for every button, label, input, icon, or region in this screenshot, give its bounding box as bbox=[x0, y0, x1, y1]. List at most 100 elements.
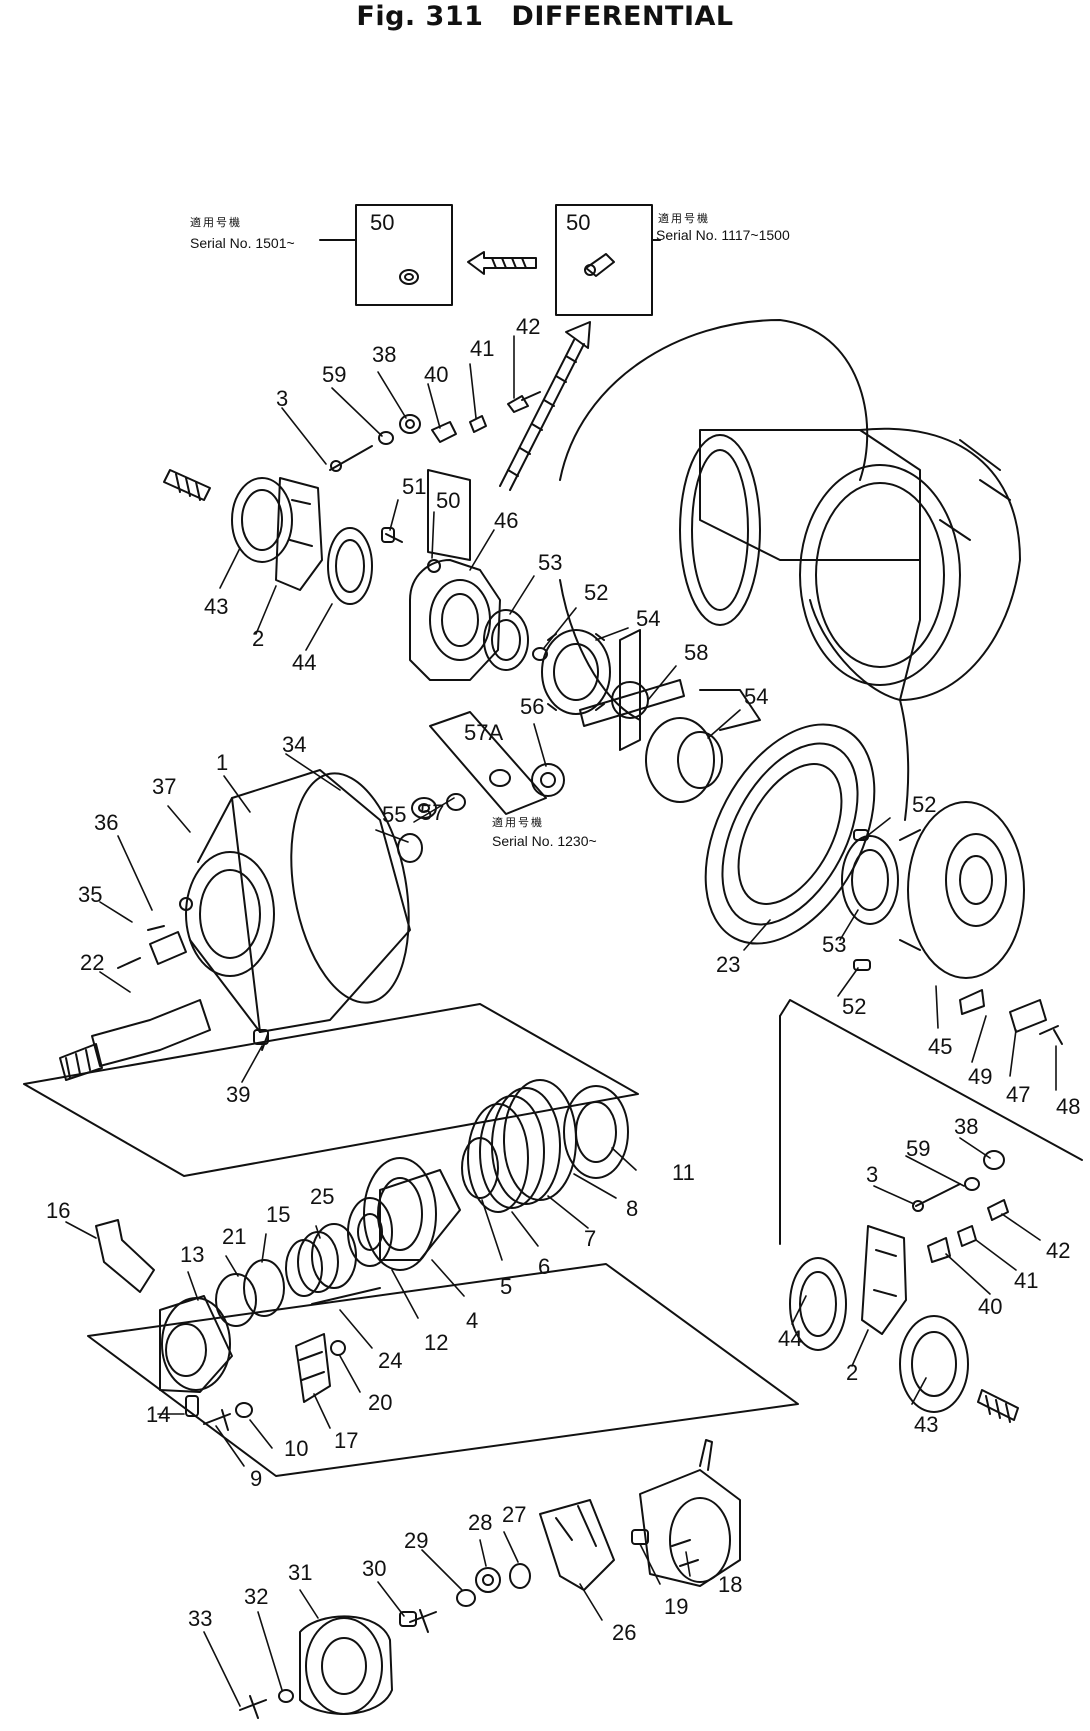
part-label-25: 25 bbox=[310, 1184, 334, 1209]
part-label-53: 53 bbox=[538, 550, 562, 575]
part-label-46: 46 bbox=[494, 508, 518, 533]
part-label-33: 33 bbox=[188, 1606, 212, 1631]
part-label-20: 20 bbox=[368, 1390, 392, 1415]
part-label-44: 44 bbox=[292, 650, 316, 675]
box-57a-part-label: 57A bbox=[464, 720, 503, 745]
part-label-38: 38 bbox=[372, 342, 396, 367]
part-label-6: 6 bbox=[538, 1254, 550, 1279]
serial-note-layer: 50 適用号機 Serial No. 1501~ 50 適用号機 Serial No. 1… bbox=[190, 210, 790, 849]
part-label-2-2: 2 bbox=[846, 1360, 858, 1385]
part-label-38-2: 38 bbox=[954, 1114, 978, 1139]
box-57a-applicable-label: 適用号機 bbox=[492, 815, 544, 829]
box-50-old-serial-note: Serial No. 1117~1500 bbox=[656, 227, 790, 243]
replacement-arrow bbox=[467, 251, 537, 275]
part-label-52-3: 52 bbox=[842, 994, 866, 1019]
box-50-old-applicable-label: 適用号機 bbox=[658, 211, 710, 225]
part-label-41-2: 41 bbox=[1014, 1268, 1038, 1293]
part-label-31: 31 bbox=[288, 1560, 312, 1585]
box-50-new-serial-note: Serial No. 1501~ bbox=[190, 235, 295, 251]
part-label-42-2: 42 bbox=[1046, 1238, 1070, 1263]
part-label-40-2: 40 bbox=[978, 1294, 1002, 1319]
figure-name: DIFFERENTIAL bbox=[511, 1, 734, 32]
part-label-15: 15 bbox=[266, 1202, 290, 1227]
part-label-18: 18 bbox=[718, 1572, 742, 1597]
part-label-12: 12 bbox=[424, 1330, 448, 1355]
shaft-arrow bbox=[499, 321, 591, 491]
part-label-3-2: 3 bbox=[866, 1162, 878, 1187]
part-label-50-case: 50 bbox=[436, 488, 460, 513]
callout-box-serial-1230 bbox=[429, 711, 547, 815]
part-label-54: 54 bbox=[636, 606, 660, 631]
part-label-58: 58 bbox=[684, 640, 708, 665]
part-label-54-2: 54 bbox=[744, 684, 768, 709]
callout-box-serial-1501 bbox=[319, 204, 453, 306]
bearing-cap-upper bbox=[163, 391, 541, 605]
part-label-52-2: 52 bbox=[912, 792, 936, 817]
part-label-5: 5 bbox=[500, 1274, 512, 1299]
part-label-45: 45 bbox=[928, 1034, 952, 1059]
part-label-57: 57 bbox=[420, 800, 444, 825]
box-50-new-applicable-label: 適用号機 bbox=[190, 215, 242, 229]
brake-caliper-group bbox=[87, 1219, 799, 1477]
axle-housing bbox=[559, 319, 1021, 821]
part-label-16: 16 bbox=[46, 1198, 70, 1223]
part-label-48: 48 bbox=[1056, 1094, 1080, 1119]
part-label-10: 10 bbox=[284, 1436, 308, 1461]
box-57a-serial-note: Serial No. 1230~ bbox=[492, 833, 597, 849]
part-label-29: 29 bbox=[404, 1528, 428, 1553]
carrier-housing bbox=[59, 769, 423, 1081]
part-label-7: 7 bbox=[584, 1226, 596, 1251]
leader-lines bbox=[65, 335, 1057, 1707]
part-label-42: 42 bbox=[516, 314, 540, 339]
part-label-30: 30 bbox=[362, 1556, 386, 1581]
part-label-8: 8 bbox=[626, 1196, 638, 1221]
part-label-1: 1 bbox=[216, 750, 228, 775]
part-label-34: 34 bbox=[282, 732, 306, 757]
part-label-22: 22 bbox=[80, 950, 104, 975]
differential-case-left bbox=[381, 469, 548, 681]
part-label-19: 19 bbox=[664, 1594, 688, 1619]
parking-brake bbox=[239, 1439, 741, 1719]
part-label-59-2: 59 bbox=[906, 1136, 930, 1161]
part-label-40: 40 bbox=[424, 362, 448, 387]
part-label-11: 11 bbox=[672, 1160, 695, 1185]
part-label-52: 52 bbox=[584, 580, 608, 605]
part-label-49: 49 bbox=[968, 1064, 992, 1089]
part-label-24: 24 bbox=[378, 1348, 402, 1373]
part-label-2: 2 bbox=[252, 626, 264, 651]
part-label-23: 23 bbox=[716, 952, 740, 977]
part-label-56: 56 bbox=[520, 694, 544, 719]
part-label-14: 14 bbox=[146, 1402, 170, 1427]
part-label-44-2: 44 bbox=[778, 1326, 802, 1351]
callout-box-serial-1117 bbox=[555, 204, 661, 316]
part-label-13: 13 bbox=[180, 1242, 204, 1267]
ring-gear bbox=[704, 723, 876, 945]
clutch-pack bbox=[23, 1003, 639, 1271]
part-label-36: 36 bbox=[94, 810, 118, 835]
part-label-55: 55 bbox=[382, 802, 406, 827]
part-label-37: 37 bbox=[152, 774, 176, 799]
box-50-new-part-label: 50 bbox=[370, 210, 394, 235]
part-label-43: 43 bbox=[204, 594, 228, 619]
part-label-59: 59 bbox=[322, 362, 346, 387]
part-label-21: 21 bbox=[222, 1224, 246, 1249]
part-label-17: 17 bbox=[334, 1428, 358, 1453]
part-label-51: 51 bbox=[402, 474, 426, 499]
part-label-41: 41 bbox=[470, 336, 494, 361]
part-label-32: 32 bbox=[244, 1584, 268, 1609]
part-label-3: 3 bbox=[276, 386, 288, 411]
part-label-27: 27 bbox=[502, 1502, 526, 1527]
side-gears-and-spider bbox=[411, 629, 723, 819]
part-label-39: 39 bbox=[226, 1082, 250, 1107]
differential-case-right bbox=[841, 801, 1063, 1045]
part-label-26: 26 bbox=[612, 1620, 636, 1645]
part-label-47: 47 bbox=[1006, 1082, 1030, 1107]
box-50-old-part-label: 50 bbox=[566, 210, 590, 235]
bearing-cap-lower bbox=[779, 999, 1083, 1423]
part-label-53-2: 53 bbox=[822, 932, 846, 957]
part-label-4: 4 bbox=[466, 1308, 478, 1333]
